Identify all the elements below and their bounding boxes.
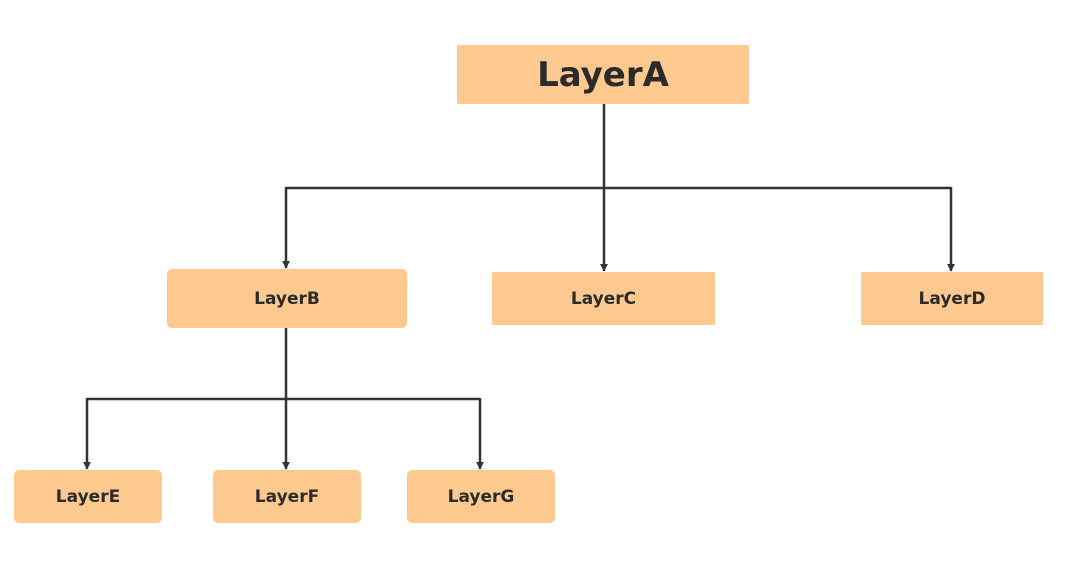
node-layer-d[interactable]: LayerD — [861, 272, 1043, 325]
node-layer-e-label: LayerE — [55, 486, 121, 507]
node-layer-f-label: LayerF — [254, 486, 320, 507]
node-layer-g-label: LayerG — [447, 486, 515, 507]
node-layer-c-label: LayerC — [570, 288, 637, 309]
node-layer-e[interactable]: LayerE — [14, 470, 162, 523]
node-layer-a[interactable]: LayerA — [457, 45, 749, 104]
node-layer-c[interactable]: LayerC — [492, 272, 715, 325]
node-layer-b[interactable]: LayerB — [167, 269, 407, 328]
node-layer-d-label: LayerD — [918, 288, 986, 309]
node-layer-g[interactable]: LayerG — [407, 470, 555, 523]
node-layer-a-label: LayerA — [537, 54, 669, 95]
node-layer-f[interactable]: LayerF — [213, 470, 361, 523]
node-layer-b-label: LayerB — [254, 288, 320, 309]
